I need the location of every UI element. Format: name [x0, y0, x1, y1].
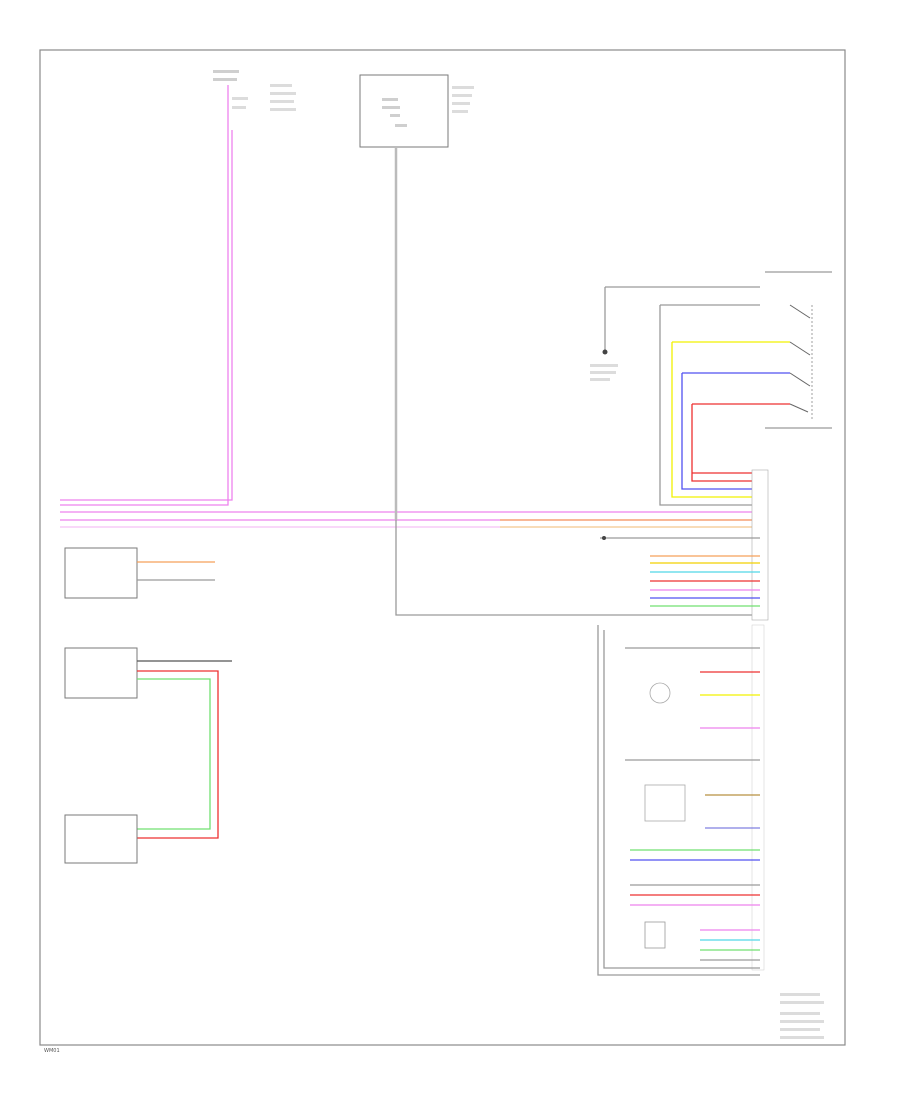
wire-switch-1-return: [659, 305, 760, 506]
wire-lower-outer: [597, 625, 760, 976]
title-block-bottom-right: [780, 993, 824, 1039]
wire-sensor2-green: [137, 678, 211, 830]
ground-icon-2: [602, 536, 606, 540]
wire-blue-return: [681, 373, 760, 490]
diagram-frame: [39, 49, 846, 1046]
wire-power-pink: [60, 85, 229, 506]
switch-icon: [789, 304, 813, 420]
wire-yellow-return: [671, 342, 760, 498]
sensor-box-1: [64, 547, 138, 599]
module-box-top: [359, 74, 449, 148]
fuse-label-top-left: [213, 70, 296, 111]
wire-lower-inner: [603, 630, 760, 969]
lamp-icon: [649, 682, 671, 704]
footer-code: WM01: [44, 1048, 60, 1054]
ground-label: [590, 364, 618, 381]
wire-gray-main: [395, 148, 760, 616]
sensor-box-3: [64, 814, 138, 864]
module-box-top-label: [382, 86, 474, 127]
sensor-box-2: [64, 647, 138, 699]
wire-power-pink-2: [60, 130, 233, 501]
wire-red-return: [691, 404, 760, 482]
component-box-bottom: [644, 921, 666, 949]
connector-icon: [751, 469, 769, 971]
ground-icon: [602, 349, 608, 355]
wire-sensor2-red: [137, 670, 219, 839]
component-box-lower: [644, 784, 686, 822]
